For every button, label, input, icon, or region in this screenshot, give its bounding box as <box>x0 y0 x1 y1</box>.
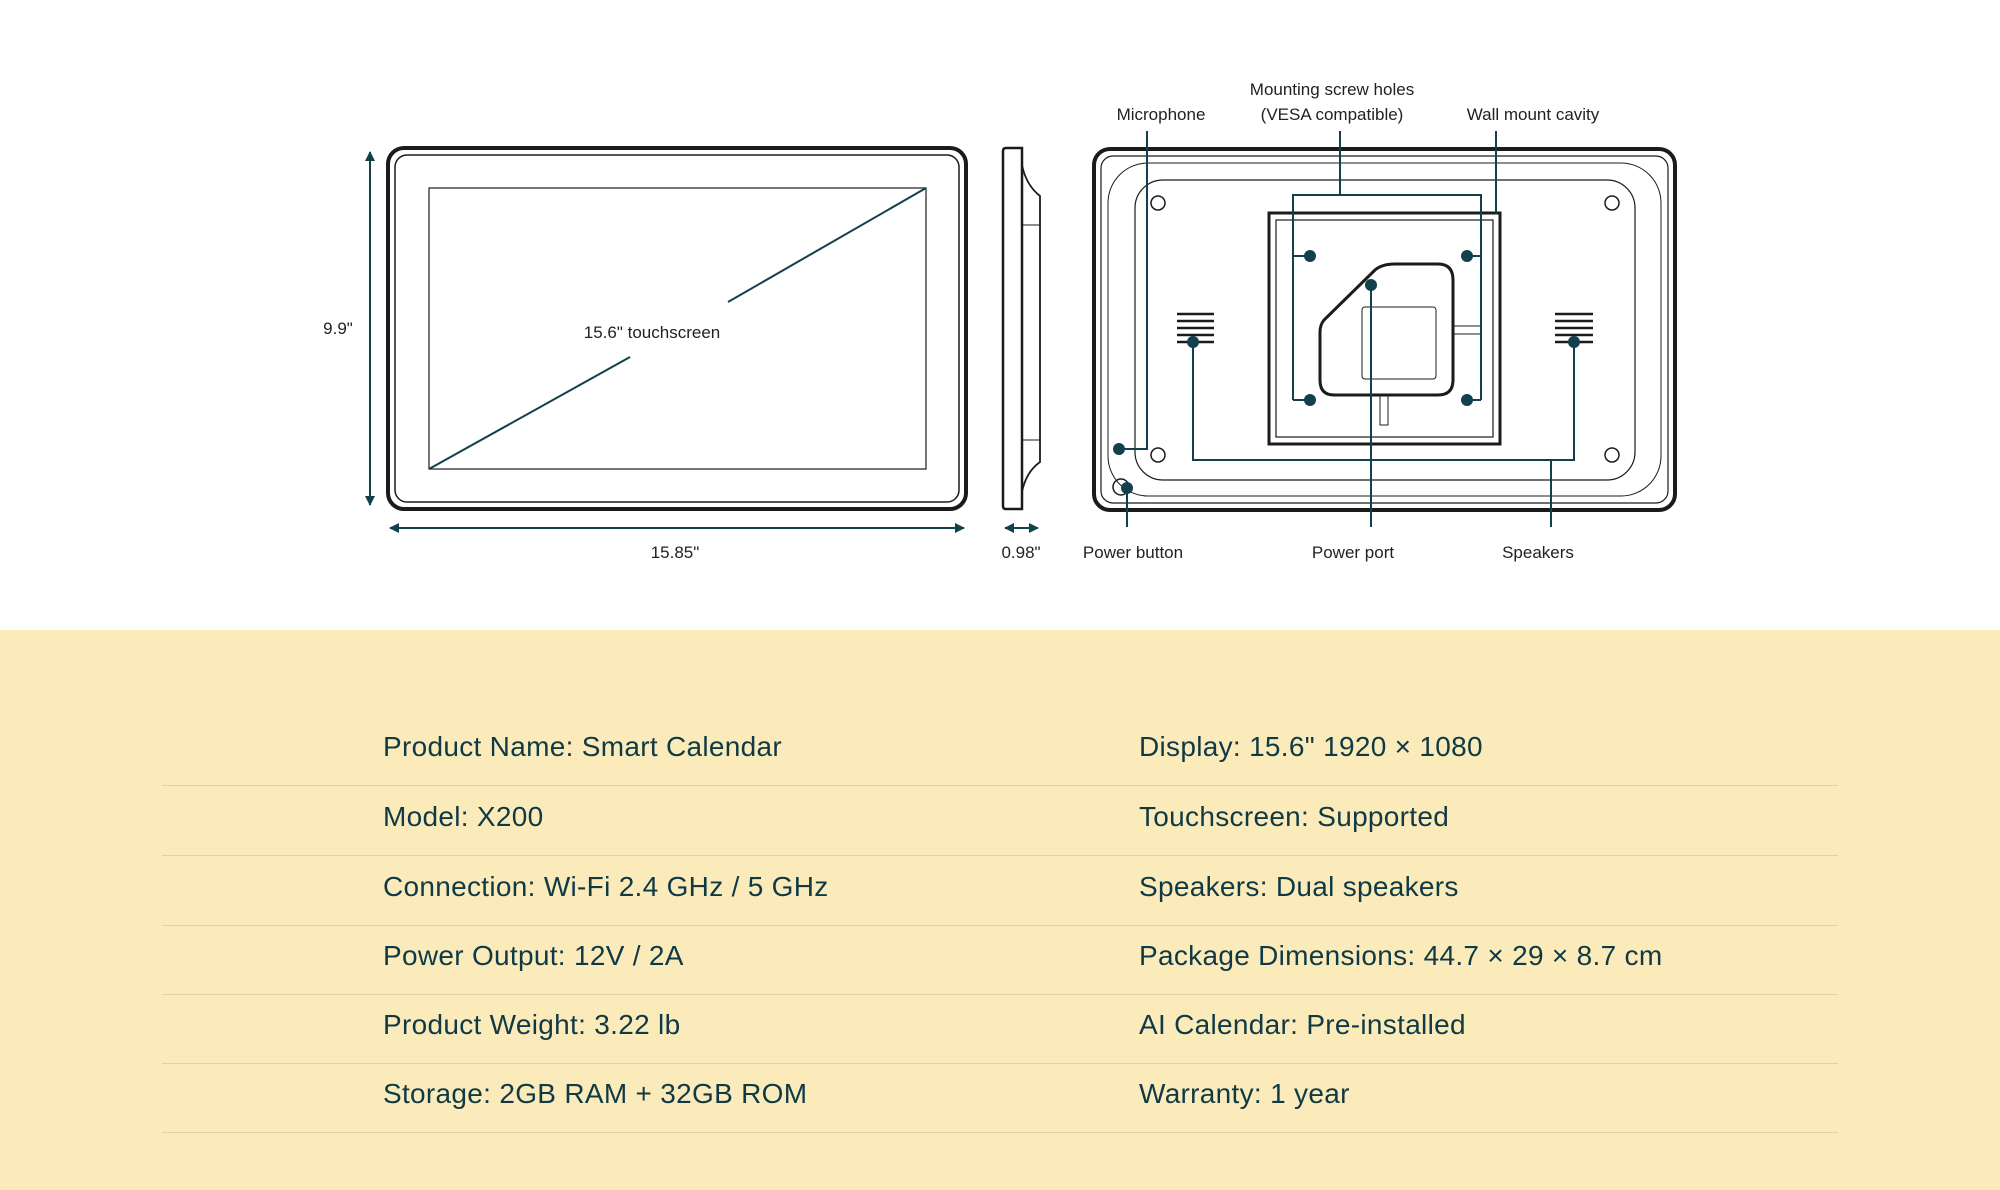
mounting-holes-label-line2: (VESA compatible) <box>1261 105 1404 124</box>
spec-left: Product Weight: 3.22 lb <box>383 1009 681 1040</box>
microphone-label: Microphone <box>1117 105 1206 124</box>
power-port-label: Power port <box>1312 543 1394 562</box>
speakers-label: Speakers <box>1502 543 1574 562</box>
corner-screw-holes <box>1150 195 1620 463</box>
spec-right: Display: 15.6" 1920 × 1080 <box>1139 731 1483 762</box>
depth-label: 0.98" <box>1001 543 1040 562</box>
spec-row: Product Weight: 3.22 lb AI Calendar: Pre… <box>162 993 1838 1064</box>
spec-left: Product Name: Smart Calendar <box>383 731 783 762</box>
spec-left: Power Output: 12V / 2A <box>383 940 684 971</box>
front-view: 15.6" touchscreen 9.9" 15.85" <box>323 146 968 562</box>
side-view: 0.98" <box>1001 146 1041 562</box>
height-label: 9.9" <box>323 319 353 338</box>
spec-left: Storage: 2GB RAM + 32GB ROM <box>383 1078 808 1109</box>
specifications-table: Product Name: Smart Calendar Display: 15… <box>0 630 2000 1190</box>
spec-row: Storage: 2GB RAM + 32GB ROM Warranty: 1 … <box>162 1062 1838 1133</box>
power-button-label: Power button <box>1083 543 1183 562</box>
power-port-cover <box>1318 262 1455 397</box>
spec-row: Connection: Wi-Fi 2.4 GHz / 5 GHz Speake… <box>162 855 1838 926</box>
touchscreen-area <box>428 187 927 470</box>
spec-right: Package Dimensions: 44.7 × 29 × 8.7 cm <box>1139 940 1663 971</box>
back-view: Microphone Mounting screw holes (VESA co… <box>1083 80 1677 562</box>
callout-dots <box>1113 250 1580 494</box>
spec-right: Touchscreen: Supported <box>1139 801 1450 832</box>
spec-right: Speakers: Dual speakers <box>1139 871 1459 902</box>
spec-left: Connection: Wi-Fi 2.4 GHz / 5 GHz <box>383 871 829 902</box>
spec-right: AI Calendar: Pre-installed <box>1139 1009 1466 1040</box>
spec-row: Product Name: Smart Calendar Display: 15… <box>162 715 1838 786</box>
mounting-holes-label-line1: Mounting screw holes <box>1250 80 1414 99</box>
width-label: 15.85" <box>651 543 700 562</box>
screen-size-label: 15.6" touchscreen <box>584 323 720 342</box>
spec-right: Warranty: 1 year <box>1139 1078 1350 1109</box>
spec-row: Model: X200 Touchscreen: Supported <box>162 785 1838 856</box>
spec-left: Model: X200 <box>383 801 544 832</box>
product-dimension-diagram: 15.6" touchscreen 9.9" 15.85" 0.98" <box>323 80 1677 562</box>
wall-mount-label: Wall mount cavity <box>1467 105 1600 124</box>
spec-row: Power Output: 12V / 2A Package Dimension… <box>162 924 1838 995</box>
